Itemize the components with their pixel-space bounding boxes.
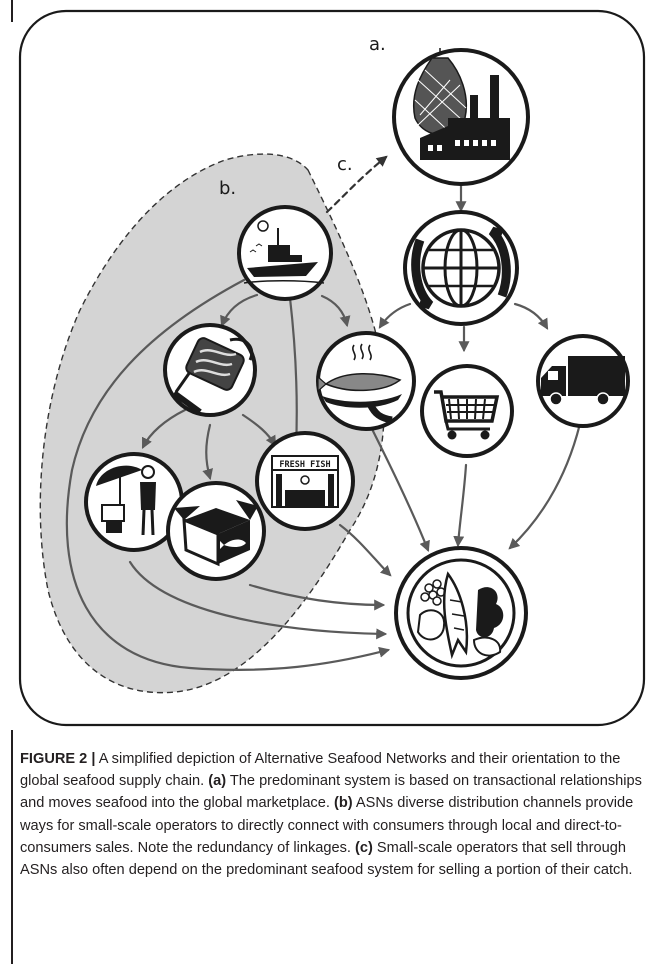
stall-sign: FRESH FISH: [279, 460, 330, 470]
restaurant-dish-icon: [316, 331, 416, 431]
figure-rule-top: [11, 0, 13, 22]
caption-figure-label: FIGURE 2 |: [20, 751, 96, 767]
arrow-globe-to-restaurant: [378, 302, 412, 329]
arrow-canning-to-vendor: [141, 408, 187, 449]
seafood-network-diagram: a. b. c.: [18, 9, 646, 727]
label-b: b.: [219, 178, 236, 199]
caption-c-label: (c): [355, 839, 373, 856]
arrow-box-to-plate: [248, 583, 386, 611]
arrow-cart-to-plate: [453, 463, 468, 548]
caption-b-text: ASNs diverse distribution channels provi…: [20, 795, 634, 856]
seafood-plate-icon: [394, 546, 528, 680]
label-c: c.: [337, 154, 353, 175]
arrow-globe-to-truck: [513, 302, 549, 330]
arrow-boat-to-canning: [220, 293, 259, 328]
fish-canning-icon: [163, 323, 257, 417]
fish-box-icon: [166, 481, 266, 581]
caption-a-text: The predominant system is based on trans…: [20, 773, 642, 812]
arrow-stall-to-plate: [338, 523, 392, 577]
arrow-canning-to-stall: [241, 413, 277, 447]
arrow-boat-to-restaurant: [320, 294, 351, 328]
delivery-truck-icon: [536, 334, 630, 428]
arrow-boat-to-plate-left: [65, 278, 391, 671]
fishing-boat-icon: [237, 205, 333, 301]
caption-a-label: (a): [208, 773, 227, 790]
street-vendor-icon: [84, 452, 184, 552]
caption-b-label: (b): [333, 795, 353, 812]
label-a: a.: [369, 34, 386, 55]
figure-caption: FIGURE 2 | A simplified depiction of Alt…: [20, 748, 645, 881]
arrow-boat-to-stall: [288, 296, 302, 451]
fresh-fish-stall-icon: FRESH FISH: [255, 431, 355, 531]
global-trade-globe-icon: [403, 210, 519, 326]
fish-processing-plant-icon: [392, 48, 530, 186]
caption-intro: A simplified depiction of Alternative Se…: [20, 751, 621, 790]
arrow-truck-to-plate: [508, 413, 584, 550]
arrow-canning-to-box: [202, 423, 213, 481]
arrow-restaurant-to-plate: [368, 423, 430, 553]
shopping-cart-icon: [420, 364, 514, 458]
caption-c-text: Small-scale operators that sell through …: [20, 839, 633, 879]
figure-rule-bottom: [11, 730, 13, 964]
arrow-boat-to-processing: [325, 155, 388, 214]
arrow-vendor-to-plate: [128, 560, 388, 640]
